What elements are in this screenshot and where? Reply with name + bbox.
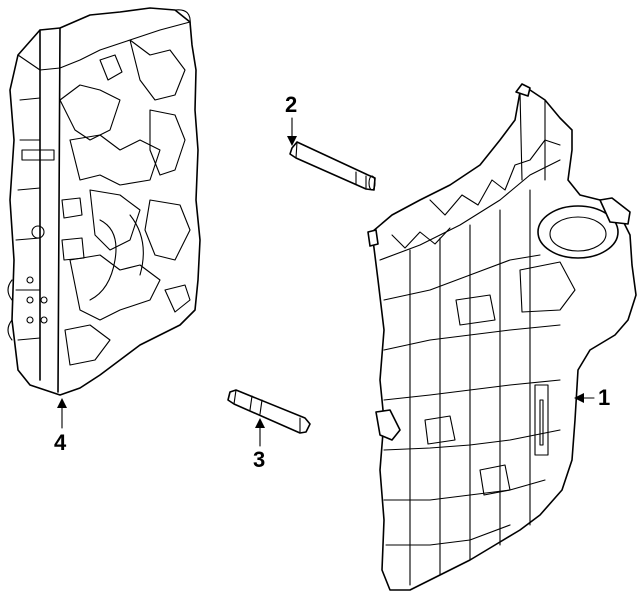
- transmission-case-part: [367, 83, 637, 591]
- arrow-icon: [287, 136, 297, 146]
- arrow-icon: [255, 418, 265, 428]
- callout-label-3: 3: [253, 447, 265, 472]
- valve-body-part: [7, 7, 201, 396]
- callout-2: 2: [285, 92, 297, 146]
- pin-part-2: [289, 141, 376, 191]
- arrow-icon: [574, 393, 584, 403]
- callout-label-1: 1: [598, 385, 610, 410]
- callout-4: 4: [54, 398, 67, 455]
- callout-label-4: 4: [54, 430, 67, 455]
- callout-1: 1: [574, 385, 610, 410]
- bolt-part-3: [227, 389, 311, 434]
- callout-label-2: 2: [285, 92, 297, 117]
- arrow-icon: [57, 398, 67, 408]
- callout-3: 3: [253, 418, 265, 472]
